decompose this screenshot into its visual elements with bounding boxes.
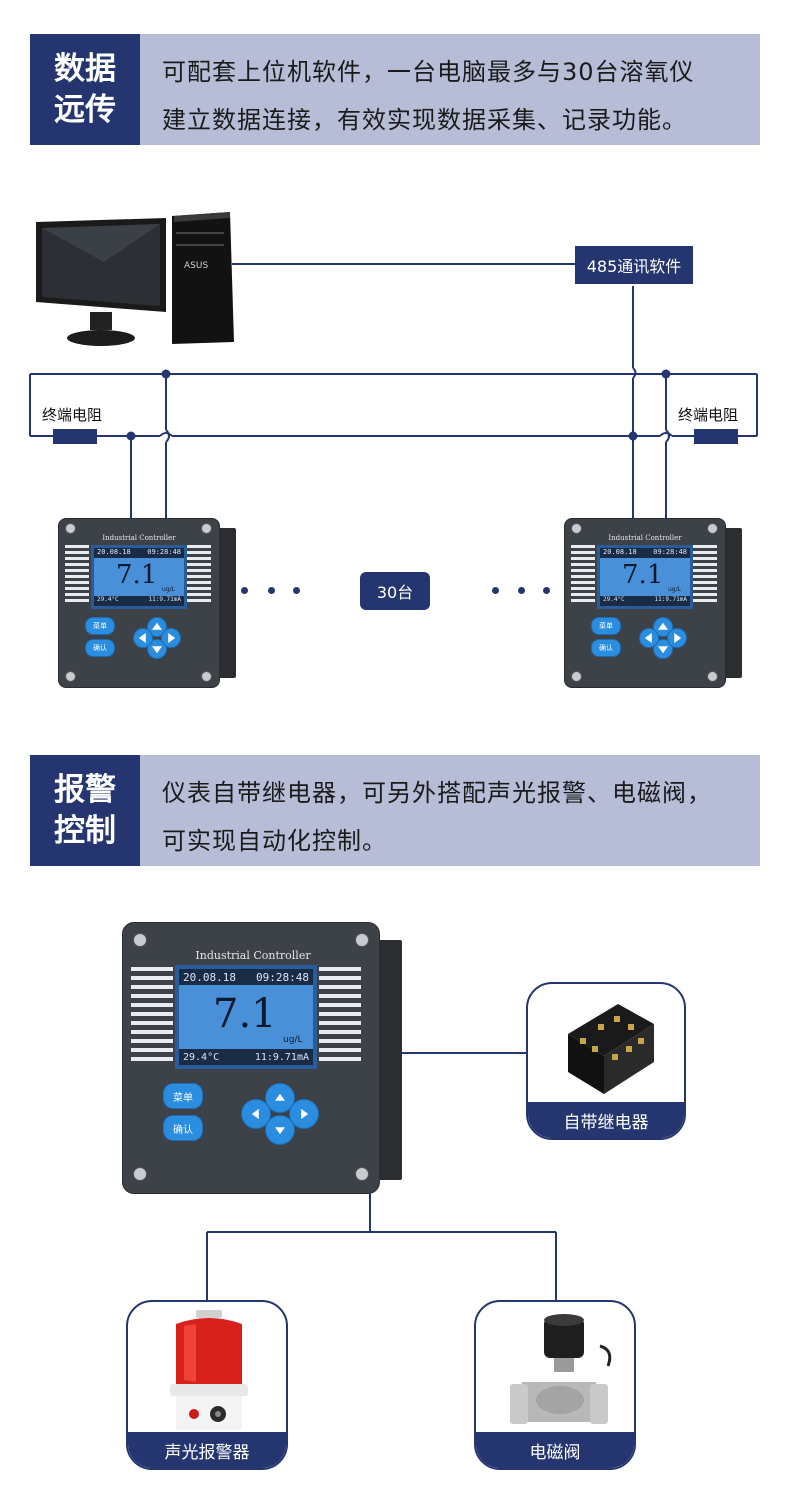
arrow-right-button[interactable]: [667, 628, 687, 648]
confirm-button[interactable]: 确认: [591, 639, 621, 657]
rs485-software-label: 485通讯软件: [575, 246, 693, 284]
terminal-resistor-right-icon: [694, 429, 738, 444]
alarm-wiring-diagram: [206, 1052, 557, 1302]
section-alarm-control-tag: 报警 控制: [30, 755, 140, 866]
valve-label: 电磁阀: [476, 1432, 634, 1468]
lcd-temperature: 29.4°C: [603, 596, 625, 603]
section-data-transfer-banner: 数据 远传 可配套上位机软件，一台电脑最多与30台溶氧仪 建立数据连接，有效实现…: [30, 34, 760, 145]
section-alarm-control-banner: 报警 控制 仪表自带继电器，可另外搭配声光报警、电磁阀， 可实现自动化控制。: [30, 755, 760, 866]
lcd-current: 11:9.71mA: [148, 596, 181, 603]
description-line-2: 建立数据连接，有效实现数据采集、记录功能。: [162, 106, 687, 134]
lcd-current: 11:9.71mA: [654, 596, 687, 603]
ellipsis-dot: [268, 587, 275, 594]
description-line-2: 可实现自动化控制。: [162, 827, 387, 855]
arrow-right-button[interactable]: [161, 628, 181, 648]
menu-button[interactable]: 菜单: [163, 1083, 203, 1109]
lcd-unit: ug/L: [668, 586, 681, 593]
controller-lcd: 20.08.18 09:28:48 7.1 ug/L 29.4°C 11:9.7…: [175, 965, 317, 1069]
lcd-value: 7.1: [213, 991, 277, 1037]
terminal-resistor-left-icon: [53, 429, 97, 444]
valve-card: 电磁阀: [474, 1300, 636, 1470]
controller-large: Industrial Controller 20.08.18 09:28:48 …: [122, 922, 402, 1194]
relay-card: 自带继电器: [526, 982, 686, 1140]
relay-icon: [568, 1004, 654, 1094]
menu-button[interactable]: 菜单: [85, 617, 115, 635]
arrow-left-button[interactable]: [133, 628, 153, 648]
ellipsis-dot: [492, 587, 499, 594]
lcd-value: 7.1: [622, 560, 664, 590]
lcd-temperature: 29.4°C: [183, 1051, 220, 1063]
desktop-computer-image: ASUS: [34, 212, 234, 352]
confirm-button[interactable]: 确认: [85, 639, 115, 657]
svg-text:ASUS: ASUS: [184, 261, 208, 271]
controller-title: Industrial Controller: [195, 949, 311, 962]
tag-line-1: 报警: [54, 772, 116, 809]
lcd-date: 20.08.18: [183, 970, 236, 984]
ellipsis-dot: [543, 587, 550, 594]
menu-button[interactable]: 菜单: [591, 617, 621, 635]
description-line-1: 可配套上位机软件，一台电脑最多与30台溶氧仪: [162, 58, 695, 86]
lcd-unit: ug/L: [162, 586, 175, 593]
terminal-resistor-left-label: 终端电阻: [42, 406, 103, 424]
section-data-transfer-tag: 数据 远传: [30, 34, 140, 145]
rs485-wiring-diagram: [29, 263, 758, 520]
lcd-date: 20.08.18: [97, 548, 131, 556]
tag-line-2: 远传: [54, 91, 116, 128]
controller-title: Industrial Controller: [102, 534, 176, 542]
ellipsis-dot: [241, 587, 248, 594]
lcd-time: 09:28:48: [147, 548, 181, 556]
lcd-value: 7.1: [116, 560, 158, 590]
solenoid-valve-icon: [510, 1314, 612, 1424]
arrow-right-button[interactable]: [289, 1099, 319, 1129]
alarm-label: 声光报警器: [128, 1432, 286, 1468]
lcd-time: 09:28:48: [256, 970, 309, 984]
section-alarm-control-description: 仪表自带继电器，可另外搭配声光报警、电磁阀， 可实现自动化控制。: [162, 769, 752, 865]
alarm-light-icon: [170, 1310, 248, 1430]
tag-line-1: 数据: [54, 51, 116, 88]
section-data-transfer-description: 可配套上位机软件，一台电脑最多与30台溶氧仪 建立数据连接，有效实现数据采集、记…: [162, 48, 752, 144]
device-count-badge: 30台: [360, 572, 430, 610]
lcd-time: 09:28:48: [653, 548, 687, 556]
ellipsis-dot: [293, 587, 300, 594]
lcd-unit: ug/L: [283, 1035, 303, 1045]
controller-title: Industrial Controller: [608, 534, 682, 542]
controller-lcd: 20.08.18 09:28:48 7.1 ug/L 29.4°C 11:9.7…: [91, 545, 187, 609]
controller-lcd: 20.08.18 09:28:48 7.1 ug/L 29.4°C 11:9.7…: [597, 545, 693, 609]
alarm-card: 声光报警器: [126, 1300, 288, 1470]
lcd-temperature: 29.4°C: [97, 596, 119, 603]
confirm-button[interactable]: 确认: [163, 1115, 203, 1141]
lcd-date: 20.08.18: [603, 548, 637, 556]
arrow-left-button[interactable]: [241, 1099, 271, 1129]
computer-icon: ASUS: [36, 212, 234, 346]
controller-right: Industrial Controller 20.08.18 09:28:48 …: [564, 518, 744, 688]
arrow-left-button[interactable]: [639, 628, 659, 648]
description-line-1: 仪表自带继电器，可另外搭配声光报警、电磁阀，: [162, 779, 712, 807]
controller-left: Industrial Controller 20.08.18 09:28:48 …: [58, 518, 238, 688]
relay-label: 自带继电器: [528, 1102, 684, 1138]
ellipsis-dot: [518, 587, 525, 594]
terminal-resistor-right-label: 终端电阻: [678, 406, 739, 424]
lcd-current: 11:9.71mA: [254, 1051, 309, 1063]
tag-line-2: 控制: [54, 812, 116, 849]
